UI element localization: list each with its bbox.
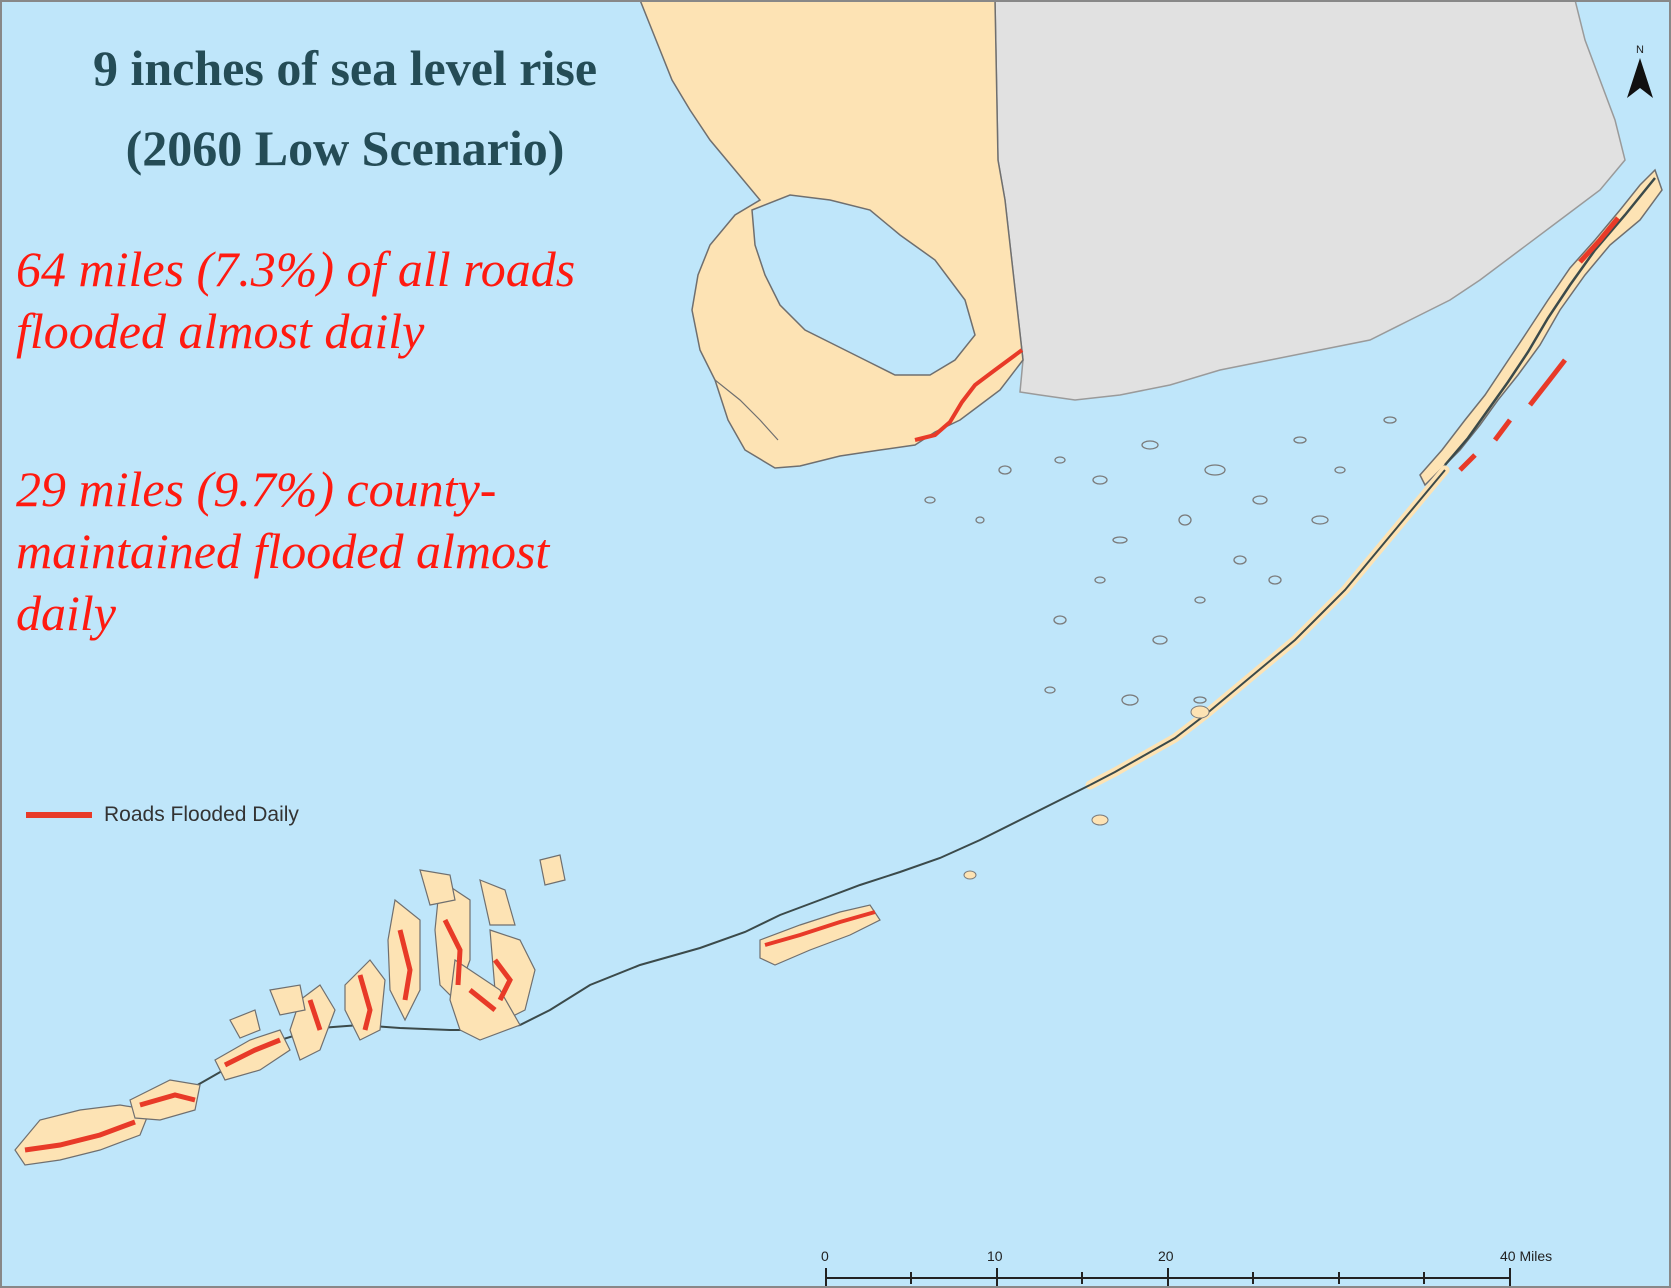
county-stat-line-1: 29 miles (9.7%) county- [16,461,497,517]
scale-label-20: 20 [1158,1248,1174,1264]
county-roads-stat: 29 miles (9.7%) county- maintained flood… [16,458,666,644]
mainland-gray [994,0,1626,401]
all-roads-stat: 64 miles (7.3%) of all roads flooded alm… [16,238,666,362]
county-stat-line-2: maintained flooded almost [16,523,550,579]
scale-bar [825,1268,1511,1288]
map-title: 9 inches of sea level rise (2060 Low Sce… [0,28,690,188]
legend-label: Roads Flooded Daily [104,803,299,826]
county-stat-line-3: daily [16,585,116,641]
title-line-2: (2060 Low Scenario) [125,120,565,176]
north-label: N [1636,44,1644,56]
flooded-road-key-largo [1458,216,1620,472]
flooded-roads-lower-keys [24,918,513,1153]
title-line-1: 9 inches of sea level rise [92,40,598,96]
scale-label-0: 0 [821,1248,829,1264]
all-roads-stat-line-1: 64 miles (7.3%) of all roads [16,241,576,297]
north-arrow: N [1620,44,1660,105]
whitewater-bay [751,194,976,376]
map-legend: Roads Flooded Daily [26,803,299,827]
florida-bay-islands [924,416,1397,706]
all-roads-stat-line-2: flooded almost daily [16,303,425,359]
north-arrow-icon [1627,58,1653,98]
lower-keys [14,854,566,1166]
flooded-road-swatch [26,812,92,818]
scale-label-10: 10 [987,1248,1003,1264]
scale-label-40-miles: 40 Miles [1500,1248,1553,1264]
flooded-road-mainland [914,348,1024,442]
